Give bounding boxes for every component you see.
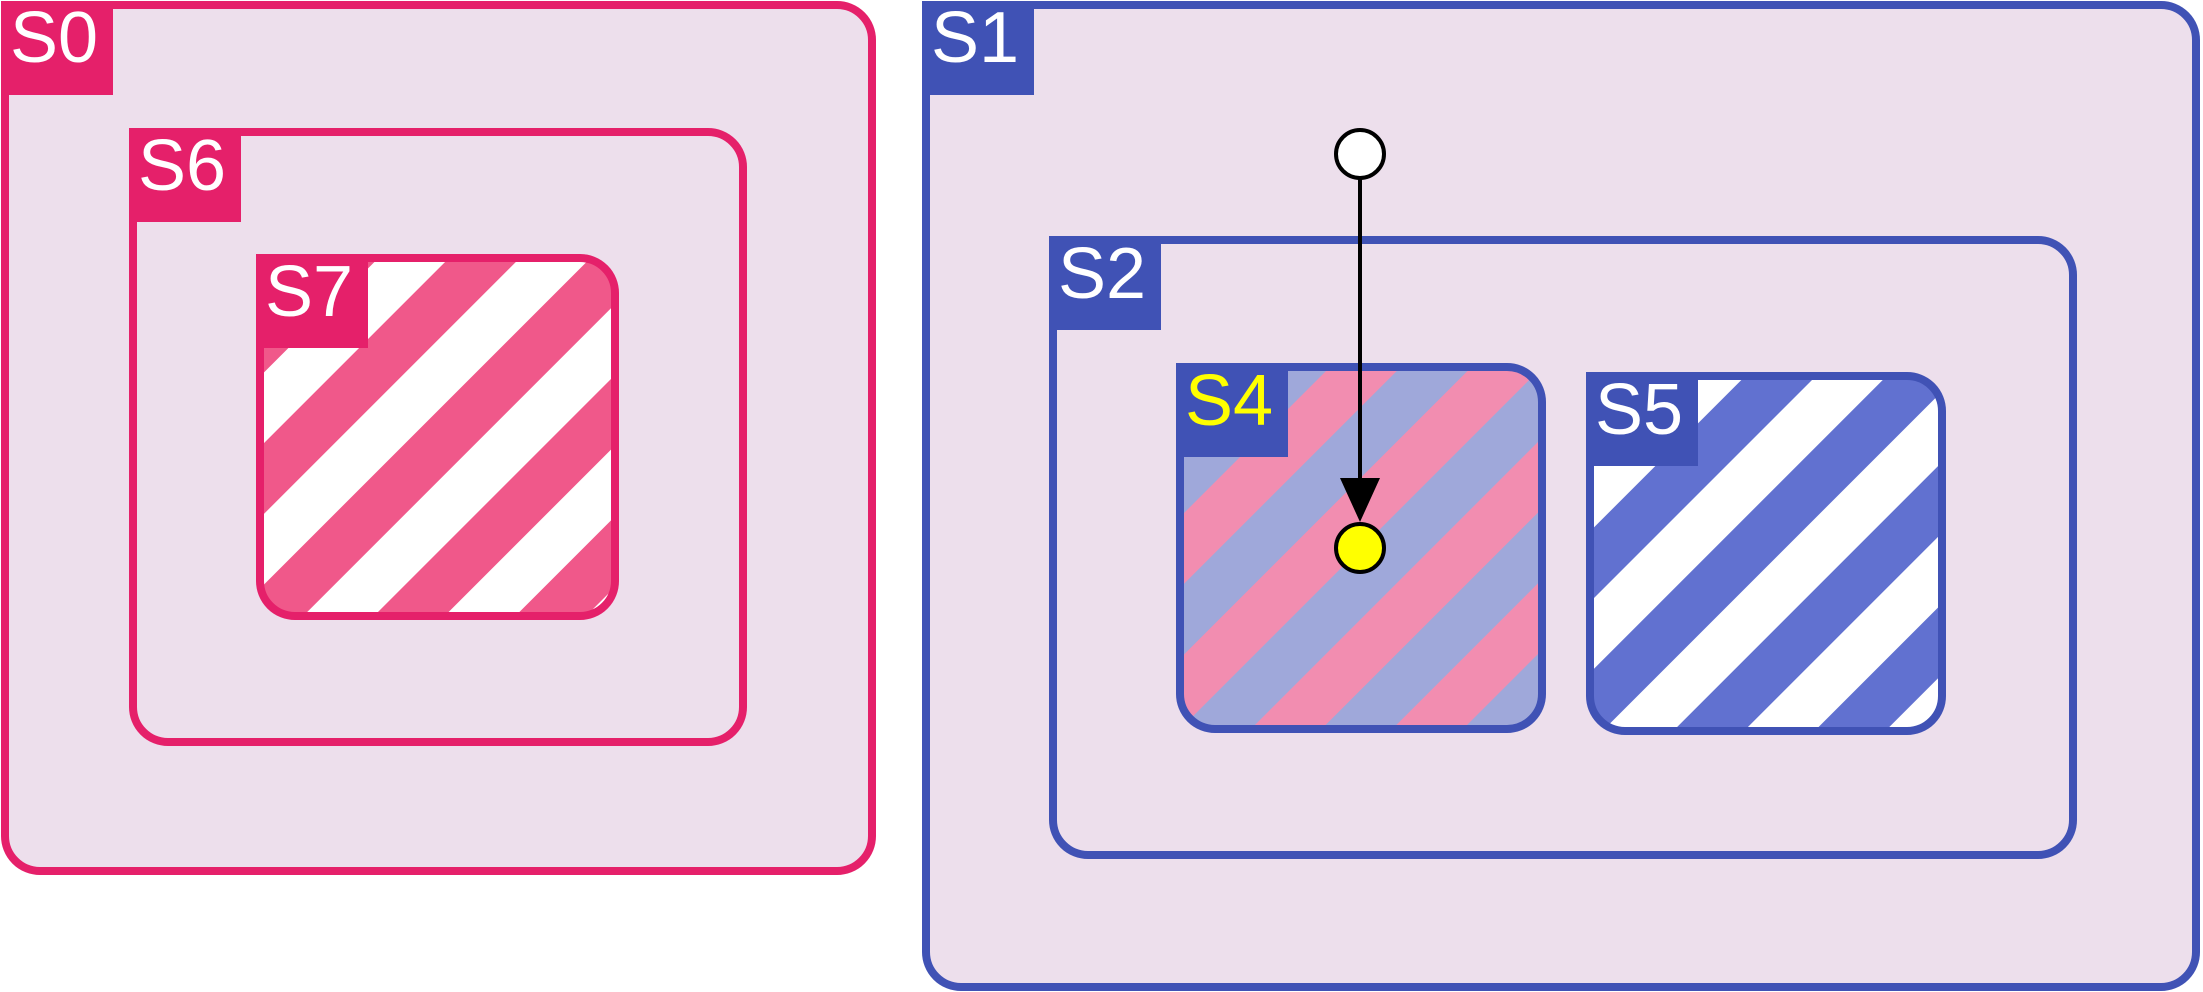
- state-s7-label-bg: [256, 254, 368, 348]
- state-s4-label: S4: [1185, 361, 1273, 441]
- state-s0-label: S0: [10, 0, 98, 78]
- state-s6-label-bg: [129, 128, 241, 222]
- state-s7-label: S7: [265, 252, 353, 332]
- state-s5[interactable]: S5: [1586, 370, 1946, 735]
- state-s2-label-bg: [1049, 236, 1161, 330]
- state-s2-label: S2: [1058, 234, 1146, 314]
- state-s4-label-bg: [1176, 363, 1288, 457]
- state-s5-label: S5: [1595, 370, 1683, 450]
- initial-state-circle-icon[interactable]: [1334, 128, 1386, 180]
- state-s6-label: S6: [138, 126, 226, 206]
- state-s0-label-bg: [1, 1, 113, 95]
- current-state-dot-icon[interactable]: [1334, 522, 1386, 574]
- state-s1-label: S1: [931, 0, 1019, 78]
- state-s7[interactable]: S7: [256, 252, 619, 620]
- state-s1-label-bg: [922, 1, 1034, 95]
- state-s5-label-bg: [1586, 372, 1698, 466]
